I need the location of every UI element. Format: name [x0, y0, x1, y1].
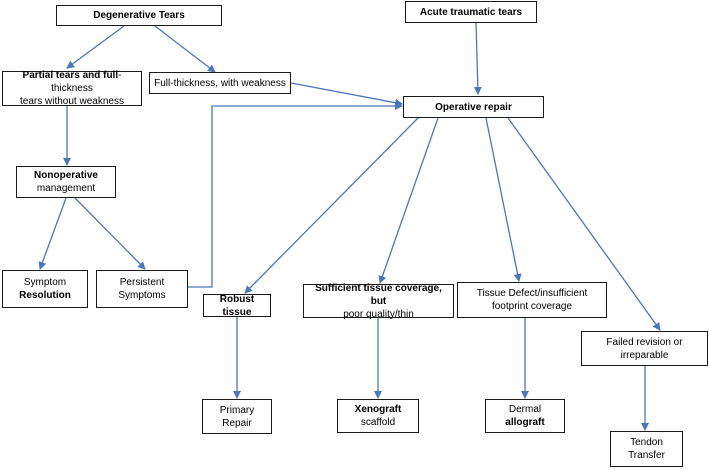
node-symptom-line2: Resolution	[19, 290, 71, 301]
arrow-nonoperative-to-symptom	[38, 197, 67, 270]
node-sufficient-line1: Sufficient tissue coverage, but	[315, 282, 442, 307]
node-degenerative-tears-label: Degenerative Tears	[93, 10, 185, 21]
node-dermal-allograft: Dermal allograft	[485, 399, 565, 433]
node-sufficient-line2: poor quality/thin	[343, 308, 414, 320]
node-xenograft-line1: Xenograft	[354, 404, 402, 415]
node-nonoperative-management: Nonoperative management	[16, 166, 116, 198]
node-operative-repair-label: Operative repair	[435, 101, 512, 113]
node-symptom-line1: Symptom	[23, 277, 67, 288]
node-robust-tissue: Robust tissue	[203, 293, 271, 318]
node-dermal-line1: Dermal	[508, 404, 542, 415]
node-xenograft-scaffold: Xenograft scaffold	[337, 399, 419, 433]
node-robust-tissue-label: Robust tissue	[219, 293, 255, 318]
node-defect-line1: Tissue Defect/insufficient	[476, 288, 588, 299]
arrow-degenerative-to-full-weak	[154, 25, 216, 73]
node-tissue-defect: Tissue Defect/insufficient footprint cov…	[457, 282, 607, 318]
node-partial-tears-line1-bold: Partial tears and full	[22, 70, 119, 81]
arrow-degenerative-to-partial	[66, 25, 125, 69]
node-sufficient-coverage: Sufficient tissue coverage, but poor qua…	[303, 282, 454, 320]
node-dermal-line2: allograft	[505, 417, 545, 428]
node-acute-traumatic-tears-label: Acute traumatic tears	[419, 6, 523, 18]
node-persistent-line2: Symptoms	[118, 290, 166, 301]
arrow-operative-to-failed	[507, 117, 661, 331]
node-operative-repair: Operative repair	[403, 96, 544, 118]
node-persistent-symptoms: Persistent Symptoms	[96, 270, 188, 308]
node-primary-repair: Primary Repair	[202, 399, 272, 434]
node-failed-line2: irreparable	[620, 349, 669, 361]
node-primary-line2: Repair	[222, 417, 252, 429]
node-degenerative-tears: Degenerative Tears	[56, 5, 222, 26]
arrow-nonoperative-to-persistent	[74, 197, 146, 270]
arrow-persistent-to-operative	[188, 102, 403, 288]
node-nonoperative-line2: management	[36, 183, 96, 194]
arrow-operative-to-sufficient	[378, 117, 439, 284]
node-failed-revision: Failed revision or irreparable	[581, 331, 708, 366]
arrow-operative-to-defect	[485, 117, 522, 282]
node-partial-tears-line2: tears without weakness	[20, 96, 124, 107]
node-xenograft-line2: scaffold	[360, 417, 396, 428]
arrow-operative-to-robust	[244, 117, 419, 294]
node-tendon-line1: Tendon	[630, 437, 663, 448]
node-symptom-resolution: Symptom Resolution	[2, 270, 88, 308]
arrow-full-weak-to-operative	[290, 82, 403, 107]
node-partial-tears-line1-rest: -thickness	[51, 70, 122, 94]
node-full-thickness-weakness: Full-thickness, with weakness	[149, 72, 291, 94]
node-acute-traumatic-tears: Acute traumatic tears	[405, 1, 537, 23]
node-primary-line1: Primary	[219, 404, 255, 416]
node-nonoperative-line1: Nonoperative	[34, 170, 98, 181]
arrow-acute-to-operative	[473, 22, 482, 95]
node-failed-line1: Failed revision or	[606, 336, 683, 348]
node-partial-tears: Partial tears and full-thickness tears w…	[2, 69, 142, 107]
node-tendon-line2: Transfer	[628, 450, 665, 461]
node-partial-tears-line1: Partial tears and full-thickness	[7, 69, 137, 95]
node-tendon-transfer: Tendon Transfer	[610, 431, 683, 467]
node-full-thickness-weakness-label: Full-thickness, with weakness	[154, 77, 286, 89]
node-persistent-line1: Persistent	[119, 277, 165, 288]
node-defect-line2: footprint coverage	[491, 301, 573, 312]
